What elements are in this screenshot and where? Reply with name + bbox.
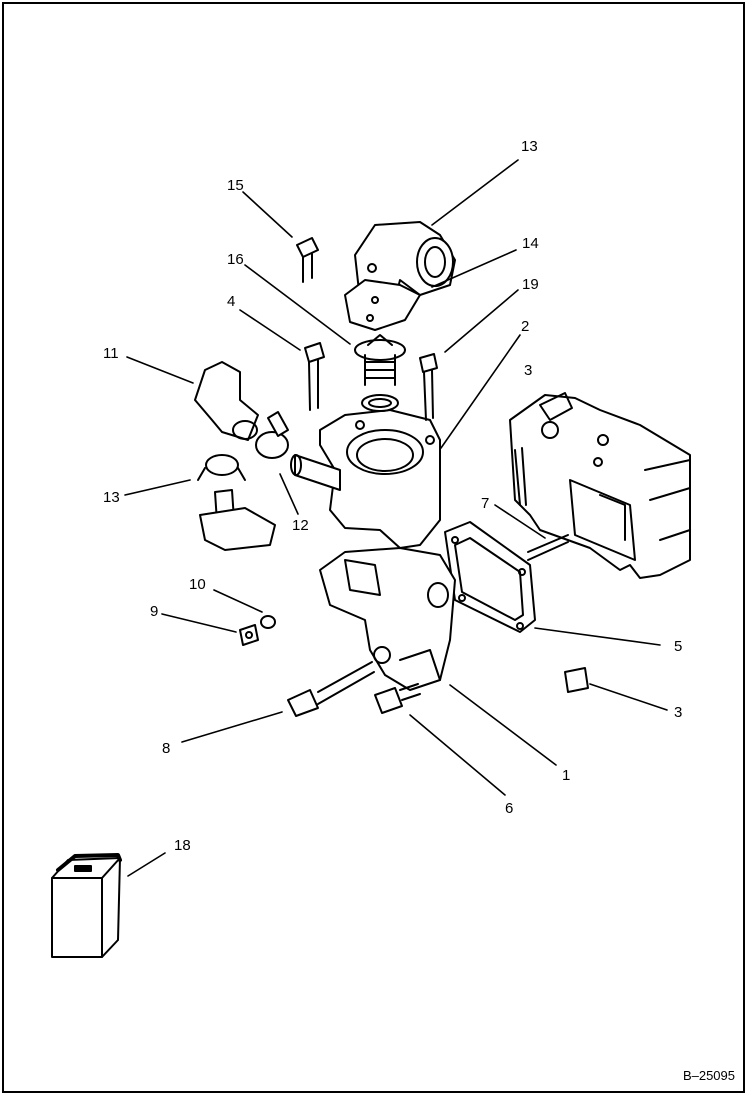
outlet-gasket (344, 279, 421, 331)
callout-2: 2 (521, 318, 529, 335)
engine-block (509, 392, 691, 579)
hose-fitting (197, 454, 276, 551)
callout-18: 18 (174, 837, 191, 854)
thermostat-housing (290, 409, 441, 549)
hose-clamp (255, 411, 289, 459)
callout-14: 13 (521, 138, 538, 155)
callout-8: 8 (162, 740, 170, 757)
leader-lines (124, 159, 668, 877)
callout-11: 11 (103, 345, 119, 362)
callout-10: 10 (189, 576, 206, 593)
bolts (239, 237, 589, 717)
bypass-hose (194, 361, 259, 441)
callout-9: 9 (150, 603, 158, 620)
gasket (444, 521, 536, 633)
figure-id: B–25095 (682, 1068, 735, 1083)
callout-13: 13 (103, 489, 120, 506)
callout-3: 3 (674, 704, 682, 721)
callout-19: 19 (522, 276, 539, 293)
callout-6: 6 (505, 800, 513, 817)
water-outlet-elbow (354, 221, 456, 301)
callout-16: 15 (227, 177, 244, 194)
callout-4: 4 (227, 293, 235, 310)
thermostat (354, 334, 406, 412)
callout-7: 7 (481, 495, 489, 512)
callout-1: 1 (562, 767, 570, 784)
callout-17: 16 (227, 251, 244, 268)
callout-3-upper: 3 (524, 362, 532, 379)
callout-15: 14 (522, 235, 539, 252)
water-pump-body (319, 547, 456, 691)
callout-12: 12 (292, 517, 309, 534)
callout-labels: 13 14 15 16 4 19 2 3 11 13 12 7 10 9 5 3… (103, 138, 682, 854)
callout-5: 5 (674, 638, 682, 655)
operators-manual (51, 853, 122, 958)
